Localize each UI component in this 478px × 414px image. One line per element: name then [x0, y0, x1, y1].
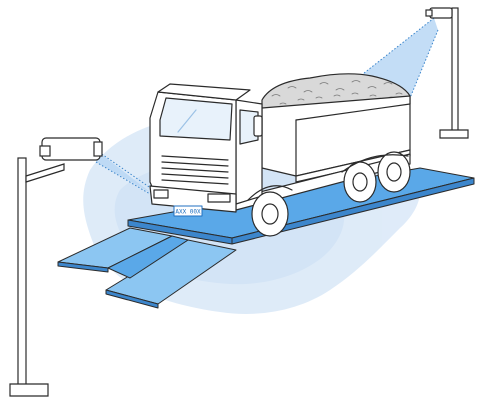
truck-icon: AXX 00X: [149, 73, 411, 237]
rear-wheel-1: [343, 161, 377, 203]
camera-icon: [39, 137, 103, 161]
license-plate: AXX 00X: [173, 205, 203, 217]
front-wheel: [251, 191, 289, 237]
license-plate-text: AXX 00X: [175, 209, 201, 216]
camera-pole-right: [425, 7, 469, 139]
camera-pole-left: [9, 137, 103, 397]
grille: [161, 155, 229, 185]
rear-wheel-2: [377, 151, 411, 193]
camera-beam-left: [95, 149, 189, 215]
cab-roof: [157, 83, 251, 101]
windshield: [159, 97, 233, 141]
camera-icon: [429, 7, 453, 19]
